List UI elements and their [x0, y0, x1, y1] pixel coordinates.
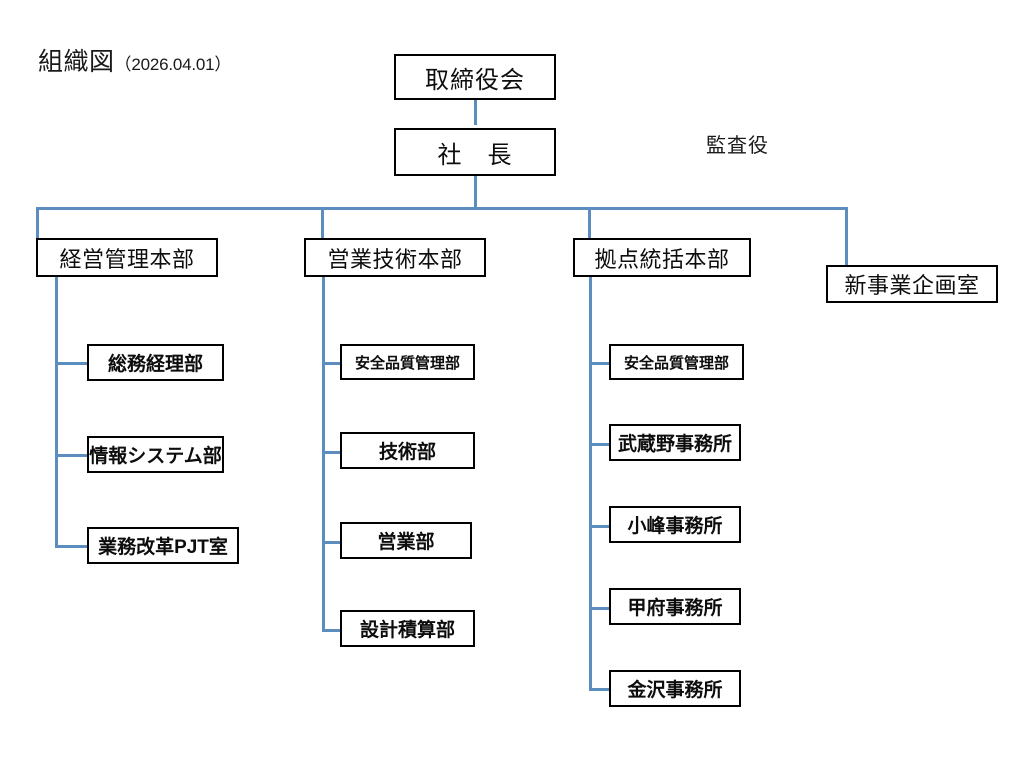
connector-branch-eigyobu — [322, 541, 340, 544]
node-unit-anzen-e-label: 安全品質管理部 — [354, 354, 460, 372]
node-unit-kanazawa[interactable]: 金沢事務所 — [609, 670, 741, 707]
connector-bus-to-div-kyoten — [588, 207, 591, 239]
node-unit-soumu[interactable]: 総務経理部 — [87, 344, 224, 381]
node-div-shinjigyo-label: 新事業企画室 — [844, 273, 980, 298]
connector-bus-to-div-eigyo — [321, 207, 324, 239]
node-president[interactable]: 社 長 — [394, 128, 556, 176]
node-div-eigyo[interactable]: 営業技術本部 — [304, 238, 486, 277]
node-unit-sekkei[interactable]: 設計積算部 — [340, 610, 475, 647]
node-board[interactable]: 取締役会 — [394, 54, 556, 100]
node-div-eigyo-label: 営業技術本部 — [327, 246, 463, 272]
connector-spine-keiei — [55, 276, 58, 548]
node-unit-komine[interactable]: 小峰事務所 — [609, 506, 741, 543]
connector-branch-musashino — [589, 443, 609, 446]
node-unit-eigyobu[interactable]: 営業部 — [340, 522, 472, 559]
connector-bus-to-div-shinjigyo — [845, 207, 848, 265]
connector-branch-gijutsu — [322, 451, 340, 454]
connector-branch-joho — [55, 454, 87, 457]
node-unit-joho[interactable]: 情報システム部 — [87, 436, 224, 473]
connector-branch-kofu — [589, 607, 609, 610]
node-board-label: 取締役会 — [425, 66, 525, 94]
node-div-shinjigyo[interactable]: 新事業企画室 — [826, 265, 998, 303]
node-unit-anzen-e[interactable]: 安全品質管理部 — [340, 344, 475, 380]
node-unit-kanazawa-label: 金沢事務所 — [627, 680, 723, 701]
node-unit-musashino[interactable]: 武蔵野事務所 — [609, 424, 741, 461]
connector-president-to-bus — [474, 176, 477, 210]
node-unit-gijutsu[interactable]: 技術部 — [340, 432, 475, 469]
node-unit-eigyobu-label: 営業部 — [377, 532, 435, 553]
node-div-keiei[interactable]: 経営管理本部 — [36, 238, 218, 277]
node-unit-komine-label: 小峰事務所 — [627, 516, 723, 537]
node-unit-gyomu-label: 業務改革PJT室 — [98, 537, 228, 558]
connector-branch-anzen-e — [322, 362, 340, 365]
node-unit-gyomu[interactable]: 業務改革PJT室 — [87, 527, 239, 564]
connector-branch-komine — [589, 525, 609, 528]
page-title: 組織図（2026.04.01） — [38, 50, 231, 75]
node-president-label: 社 長 — [437, 141, 513, 169]
label-auditor-text: 監査役 — [706, 135, 769, 157]
node-unit-kofu[interactable]: 甲府事務所 — [609, 588, 741, 625]
connector-branch-kanazawa — [589, 688, 609, 691]
connector-board-to-president — [474, 99, 477, 125]
connector-branch-sekkei — [322, 629, 340, 632]
connector-branch-soumu — [55, 362, 87, 365]
node-unit-anzen-k-label: 安全品質管理部 — [623, 354, 729, 372]
connector-bus-to-div-keiei — [36, 207, 39, 239]
page-title-main: 組織図 — [38, 48, 115, 76]
connector-spine-kyoten — [589, 276, 592, 689]
connector-main-bus — [36, 207, 848, 210]
connector-branch-anzen-k — [589, 362, 609, 365]
node-unit-kofu-label: 甲府事務所 — [627, 598, 723, 619]
node-unit-soumu-label: 総務経理部 — [107, 354, 203, 375]
connector-branch-gyomu — [55, 545, 87, 548]
node-unit-gijutsu-label: 技術部 — [378, 442, 436, 463]
node-div-kyoten[interactable]: 拠点統括本部 — [573, 238, 751, 277]
node-unit-anzen-k[interactable]: 安全品質管理部 — [609, 344, 744, 380]
node-unit-sekkei-label: 設計積算部 — [359, 620, 455, 641]
node-unit-joho-label: 情報システム部 — [89, 446, 222, 467]
node-div-kyoten-label: 拠点統括本部 — [594, 246, 730, 272]
node-unit-musashino-label: 武蔵野事務所 — [617, 434, 732, 455]
node-div-keiei-label: 経営管理本部 — [59, 246, 195, 272]
page-title-date: （2026.04.01） — [114, 55, 232, 74]
label-auditor: 監査役 — [706, 129, 769, 158]
